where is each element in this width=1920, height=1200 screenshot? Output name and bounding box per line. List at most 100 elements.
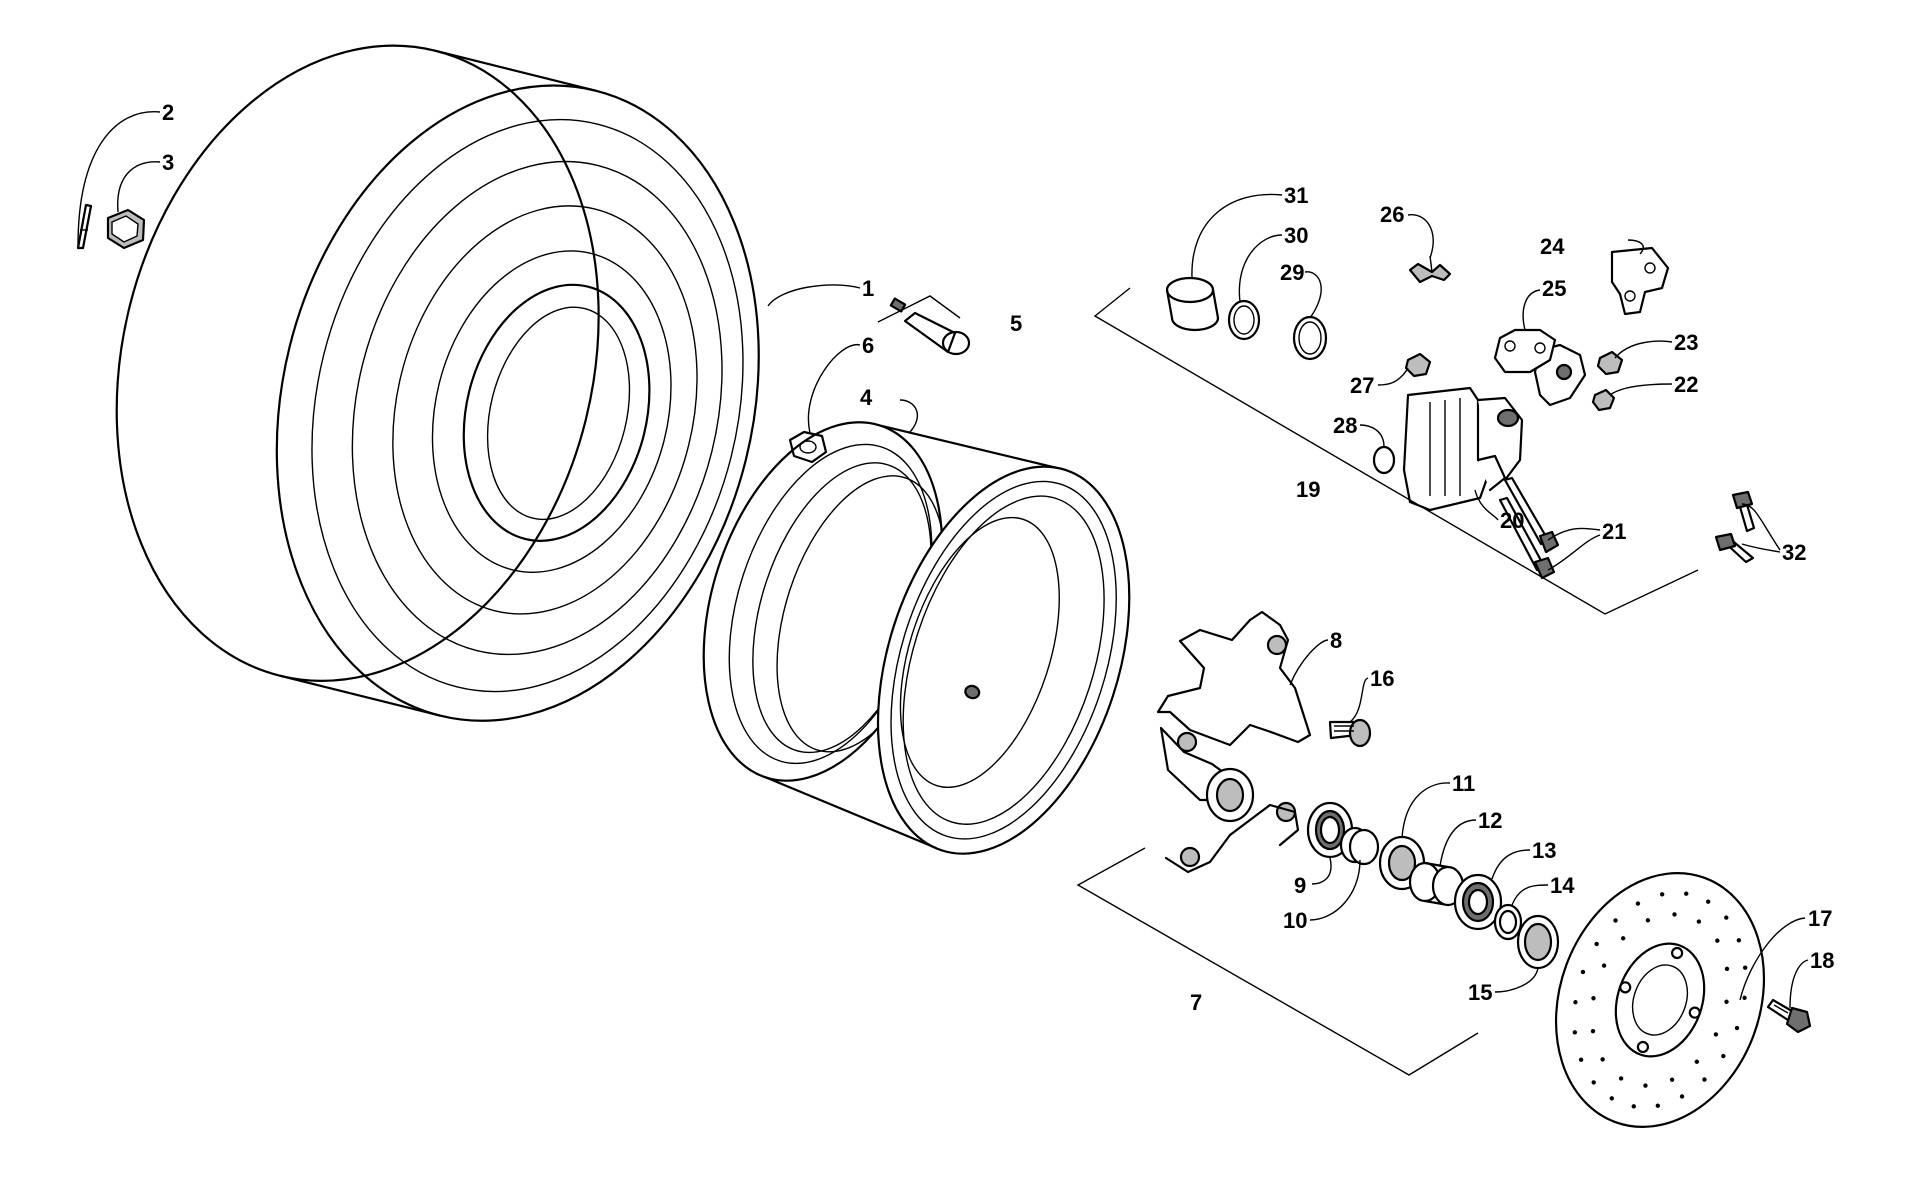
- vent-hole: [1591, 1080, 1596, 1085]
- vent-hole: [1572, 1030, 1578, 1035]
- castle-nut: [106, 208, 146, 250]
- callout-32: 32: [1782, 540, 1806, 565]
- vent-hole: [1742, 965, 1748, 970]
- vent-hole: [1684, 891, 1689, 896]
- callout-12: 12: [1478, 808, 1502, 833]
- callout-10: 10: [1283, 908, 1307, 933]
- vent-hole: [1620, 936, 1626, 941]
- vent-hole: [1672, 912, 1677, 917]
- vent-hole: [1742, 995, 1747, 1000]
- slide-pin-lower: [1498, 496, 1556, 580]
- callout-18: 18: [1810, 948, 1834, 973]
- callout-5: 5: [1010, 311, 1022, 336]
- callout-2: 2: [162, 100, 174, 125]
- callout-labels: 1 2 3 4 5 6 7 8 9 10 11 12 13 14 15 16 1…: [162, 100, 1834, 1015]
- callout-16: 16: [1370, 666, 1394, 691]
- callout-7: 7: [1190, 990, 1202, 1015]
- callout-26: 26: [1380, 202, 1404, 227]
- bolt-22: [1591, 388, 1616, 412]
- vent-hole: [1679, 1094, 1685, 1099]
- seal-15: [1516, 914, 1560, 970]
- spacer-10: [1339, 826, 1380, 866]
- callout-23: 23: [1674, 330, 1698, 355]
- disc-vent-holes: [1572, 891, 1748, 1109]
- brake-pad: [1493, 328, 1557, 374]
- vent-hole: [1618, 1076, 1624, 1081]
- vent-hole: [1724, 966, 1730, 972]
- bleeder-valve-27: [1404, 352, 1432, 378]
- callout-28: 28: [1333, 413, 1357, 438]
- callout-29: 29: [1280, 260, 1304, 285]
- callout-4: 4: [860, 385, 873, 410]
- callout-6: 6: [862, 333, 874, 358]
- vent-hole: [1706, 899, 1711, 904]
- vent-hole: [1715, 938, 1720, 943]
- callout-19: 19: [1296, 477, 1320, 502]
- vent-hole: [1609, 1096, 1614, 1101]
- wheel-rim: [702, 421, 1131, 855]
- vent-hole: [1694, 1059, 1700, 1064]
- vent-hole: [1702, 1077, 1707, 1082]
- wheel-stud: [1328, 718, 1372, 748]
- vent-hole: [1713, 1032, 1719, 1037]
- vent-hole: [1580, 969, 1586, 975]
- vent-hole: [1635, 901, 1641, 906]
- callout-27: 27: [1350, 373, 1374, 398]
- cotter-pin: [76, 203, 93, 250]
- callout-22: 22: [1674, 372, 1698, 397]
- vent-hole: [1631, 1104, 1636, 1109]
- piston-seal-30: [1227, 299, 1261, 341]
- vent-hole: [1590, 1028, 1596, 1034]
- pad-spring: [1408, 255, 1452, 284]
- group-bracket-19: [1093, 287, 1699, 615]
- callout-9: 9: [1294, 873, 1306, 898]
- brake-disc: [1554, 872, 1766, 1128]
- ring-14: [1493, 903, 1523, 941]
- vent-hole: [1696, 919, 1702, 924]
- callout-17: 17: [1808, 906, 1832, 931]
- vent-hole: [1721, 1053, 1726, 1059]
- callout-24: 24: [1540, 234, 1565, 259]
- vent-hole: [1573, 1000, 1578, 1005]
- vent-hole: [1655, 1103, 1661, 1108]
- callout-8: 8: [1330, 628, 1342, 653]
- callout-13: 13: [1532, 838, 1556, 863]
- vent-hole: [1645, 918, 1651, 923]
- vent-hole: [1736, 938, 1742, 943]
- bearing-13: [1453, 873, 1503, 931]
- vent-hole: [1594, 941, 1599, 947]
- callout-1: 1: [862, 276, 874, 301]
- callout-25: 25: [1542, 276, 1566, 301]
- caliper-bolt-upper: [1731, 490, 1756, 533]
- vent-hole: [1734, 1025, 1740, 1031]
- group-bracket-7: [1076, 847, 1479, 1076]
- seal-9: [1306, 801, 1354, 859]
- callout-15: 15: [1468, 980, 1492, 1005]
- piston-seal-29: [1292, 315, 1328, 361]
- wheel-nut: [788, 430, 828, 464]
- valve-stem: [877, 295, 971, 356]
- callout-31: 31: [1284, 183, 1308, 208]
- callout-11: 11: [1452, 771, 1475, 796]
- disc-bolt: [1766, 998, 1812, 1034]
- vent-hole: [1600, 1057, 1605, 1062]
- callout-20: 20: [1500, 508, 1524, 533]
- vent-hole: [1613, 918, 1618, 923]
- caliper-body: [1402, 386, 1524, 512]
- callout-3: 3: [162, 150, 174, 175]
- vent-hole: [1578, 1057, 1584, 1062]
- vent-hole: [1659, 892, 1665, 897]
- vent-hole: [1601, 963, 1607, 968]
- caliper-bolt-lower: [1714, 532, 1755, 564]
- vent-hole: [1591, 996, 1596, 1001]
- wheel-hub: [1156, 610, 1312, 874]
- callout-21: 21: [1602, 519, 1626, 544]
- vent-hole: [1724, 915, 1729, 920]
- vent-hole: [1724, 999, 1729, 1004]
- callout-14: 14: [1550, 873, 1575, 898]
- bearing-11: [1378, 835, 1426, 891]
- vent-hole: [1643, 1083, 1648, 1088]
- tire: [115, 44, 760, 722]
